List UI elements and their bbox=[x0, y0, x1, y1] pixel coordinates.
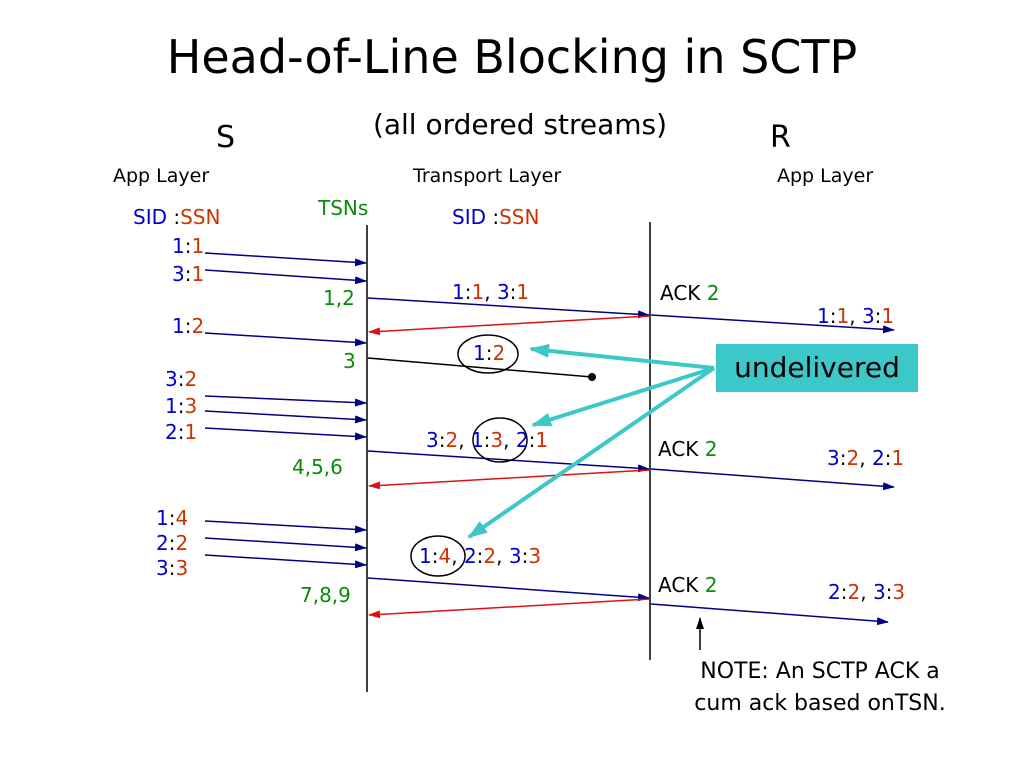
note-text: NOTE: An SCTP ACK a cum ack based onTSN. bbox=[655, 656, 985, 720]
sender-message: 2:1 bbox=[165, 420, 198, 444]
sender-message: 1:3 bbox=[165, 394, 198, 418]
receiver-app-layer-label: App Layer bbox=[777, 165, 874, 187]
blocked-chunk-circle-1 bbox=[457, 334, 519, 374]
packet-label: 1:1, 3:1 bbox=[452, 280, 530, 304]
ack-arrow-3 bbox=[368, 598, 651, 619]
ack-label: ACK 2 bbox=[660, 281, 720, 305]
ack-arrow-1 bbox=[368, 315, 651, 336]
callout-arrow-1 bbox=[529, 343, 715, 370]
delivery-label: 3:2, 2:1 bbox=[827, 446, 905, 470]
sender-label: S bbox=[216, 120, 236, 155]
send-arrow-3-1 bbox=[204, 269, 367, 285]
tsn-group: 1,2 bbox=[323, 286, 355, 310]
deliver-arrow-1 bbox=[650, 314, 895, 334]
sender-message: 3:1 bbox=[172, 262, 205, 286]
sender-message: 2:2 bbox=[156, 531, 189, 555]
tsn-group: 3 bbox=[343, 349, 356, 373]
send-arrow-1-2 bbox=[204, 332, 367, 347]
ack-label: ACK 2 bbox=[658, 573, 718, 597]
sender-message: 3:3 bbox=[156, 556, 189, 580]
packet-label: 1:4, 2:2, 3:3 bbox=[419, 544, 542, 568]
slide-title: Head-of-Line Blocking in SCTP bbox=[166, 30, 858, 84]
sender-message: 1:4 bbox=[156, 506, 189, 530]
undelivered-callout: undelivered bbox=[716, 344, 918, 392]
transport-sid-ssn-header: SID :SSN bbox=[452, 205, 540, 229]
send-arrow-1-1 bbox=[204, 252, 367, 267]
send-arrow-1-4 bbox=[204, 520, 367, 534]
send-arrow-3-3 bbox=[204, 554, 367, 569]
sender-message: 1:1 bbox=[172, 234, 205, 258]
blocked-chunk-circle-3 bbox=[410, 535, 466, 577]
tsn-group: 4,5,6 bbox=[292, 455, 343, 479]
note-line-2: cum ack based onTSN. bbox=[694, 691, 946, 716]
blocked-chunk-circle-2 bbox=[472, 417, 528, 463]
callout-arrow-3 bbox=[467, 366, 716, 539]
packet-arrow-3 bbox=[367, 577, 650, 602]
tsn-group: 7,8,9 bbox=[300, 583, 351, 607]
slide-subtitle: (all ordered streams) bbox=[372, 108, 668, 141]
packet-arrow-1 bbox=[367, 297, 650, 319]
deliver-arrow-2 bbox=[650, 468, 895, 491]
send-arrow-3-2 bbox=[204, 395, 367, 407]
delivery-label: 1:1, 3:1 bbox=[817, 304, 895, 328]
receiver-label: R bbox=[770, 120, 791, 155]
tsns-header: TSNs bbox=[318, 196, 369, 220]
packet-arrow-lost bbox=[367, 357, 593, 378]
transport-layer-label: Transport Layer bbox=[413, 165, 562, 187]
deliver-arrow-3 bbox=[650, 603, 889, 626]
packet-label: 3:2, 1:3, 2:1 bbox=[426, 428, 549, 452]
packet-arrow-2 bbox=[367, 450, 650, 473]
ack-label: ACK 2 bbox=[658, 437, 718, 461]
sender-app-layer-label: App Layer bbox=[113, 165, 210, 187]
note-line-1: NOTE: An SCTP ACK a bbox=[700, 659, 940, 684]
delivery-label: 2:2, 3:3 bbox=[828, 580, 906, 604]
send-arrow-2-1 bbox=[204, 427, 367, 441]
ack-arrow-2 bbox=[368, 469, 651, 490]
undelivered-label: undelivered bbox=[734, 351, 900, 384]
packet-lost-dot bbox=[588, 373, 596, 381]
sender-message: 3:2 bbox=[165, 367, 198, 391]
packet-label: 1:2 bbox=[473, 341, 506, 365]
sender-message: 1:2 bbox=[172, 314, 205, 338]
callout-arrow-2 bbox=[531, 366, 715, 427]
send-arrow-1-3 bbox=[204, 410, 367, 424]
sender-sid-ssn-header: SID :SSN bbox=[133, 205, 221, 229]
send-arrow-2-2 bbox=[204, 537, 367, 552]
